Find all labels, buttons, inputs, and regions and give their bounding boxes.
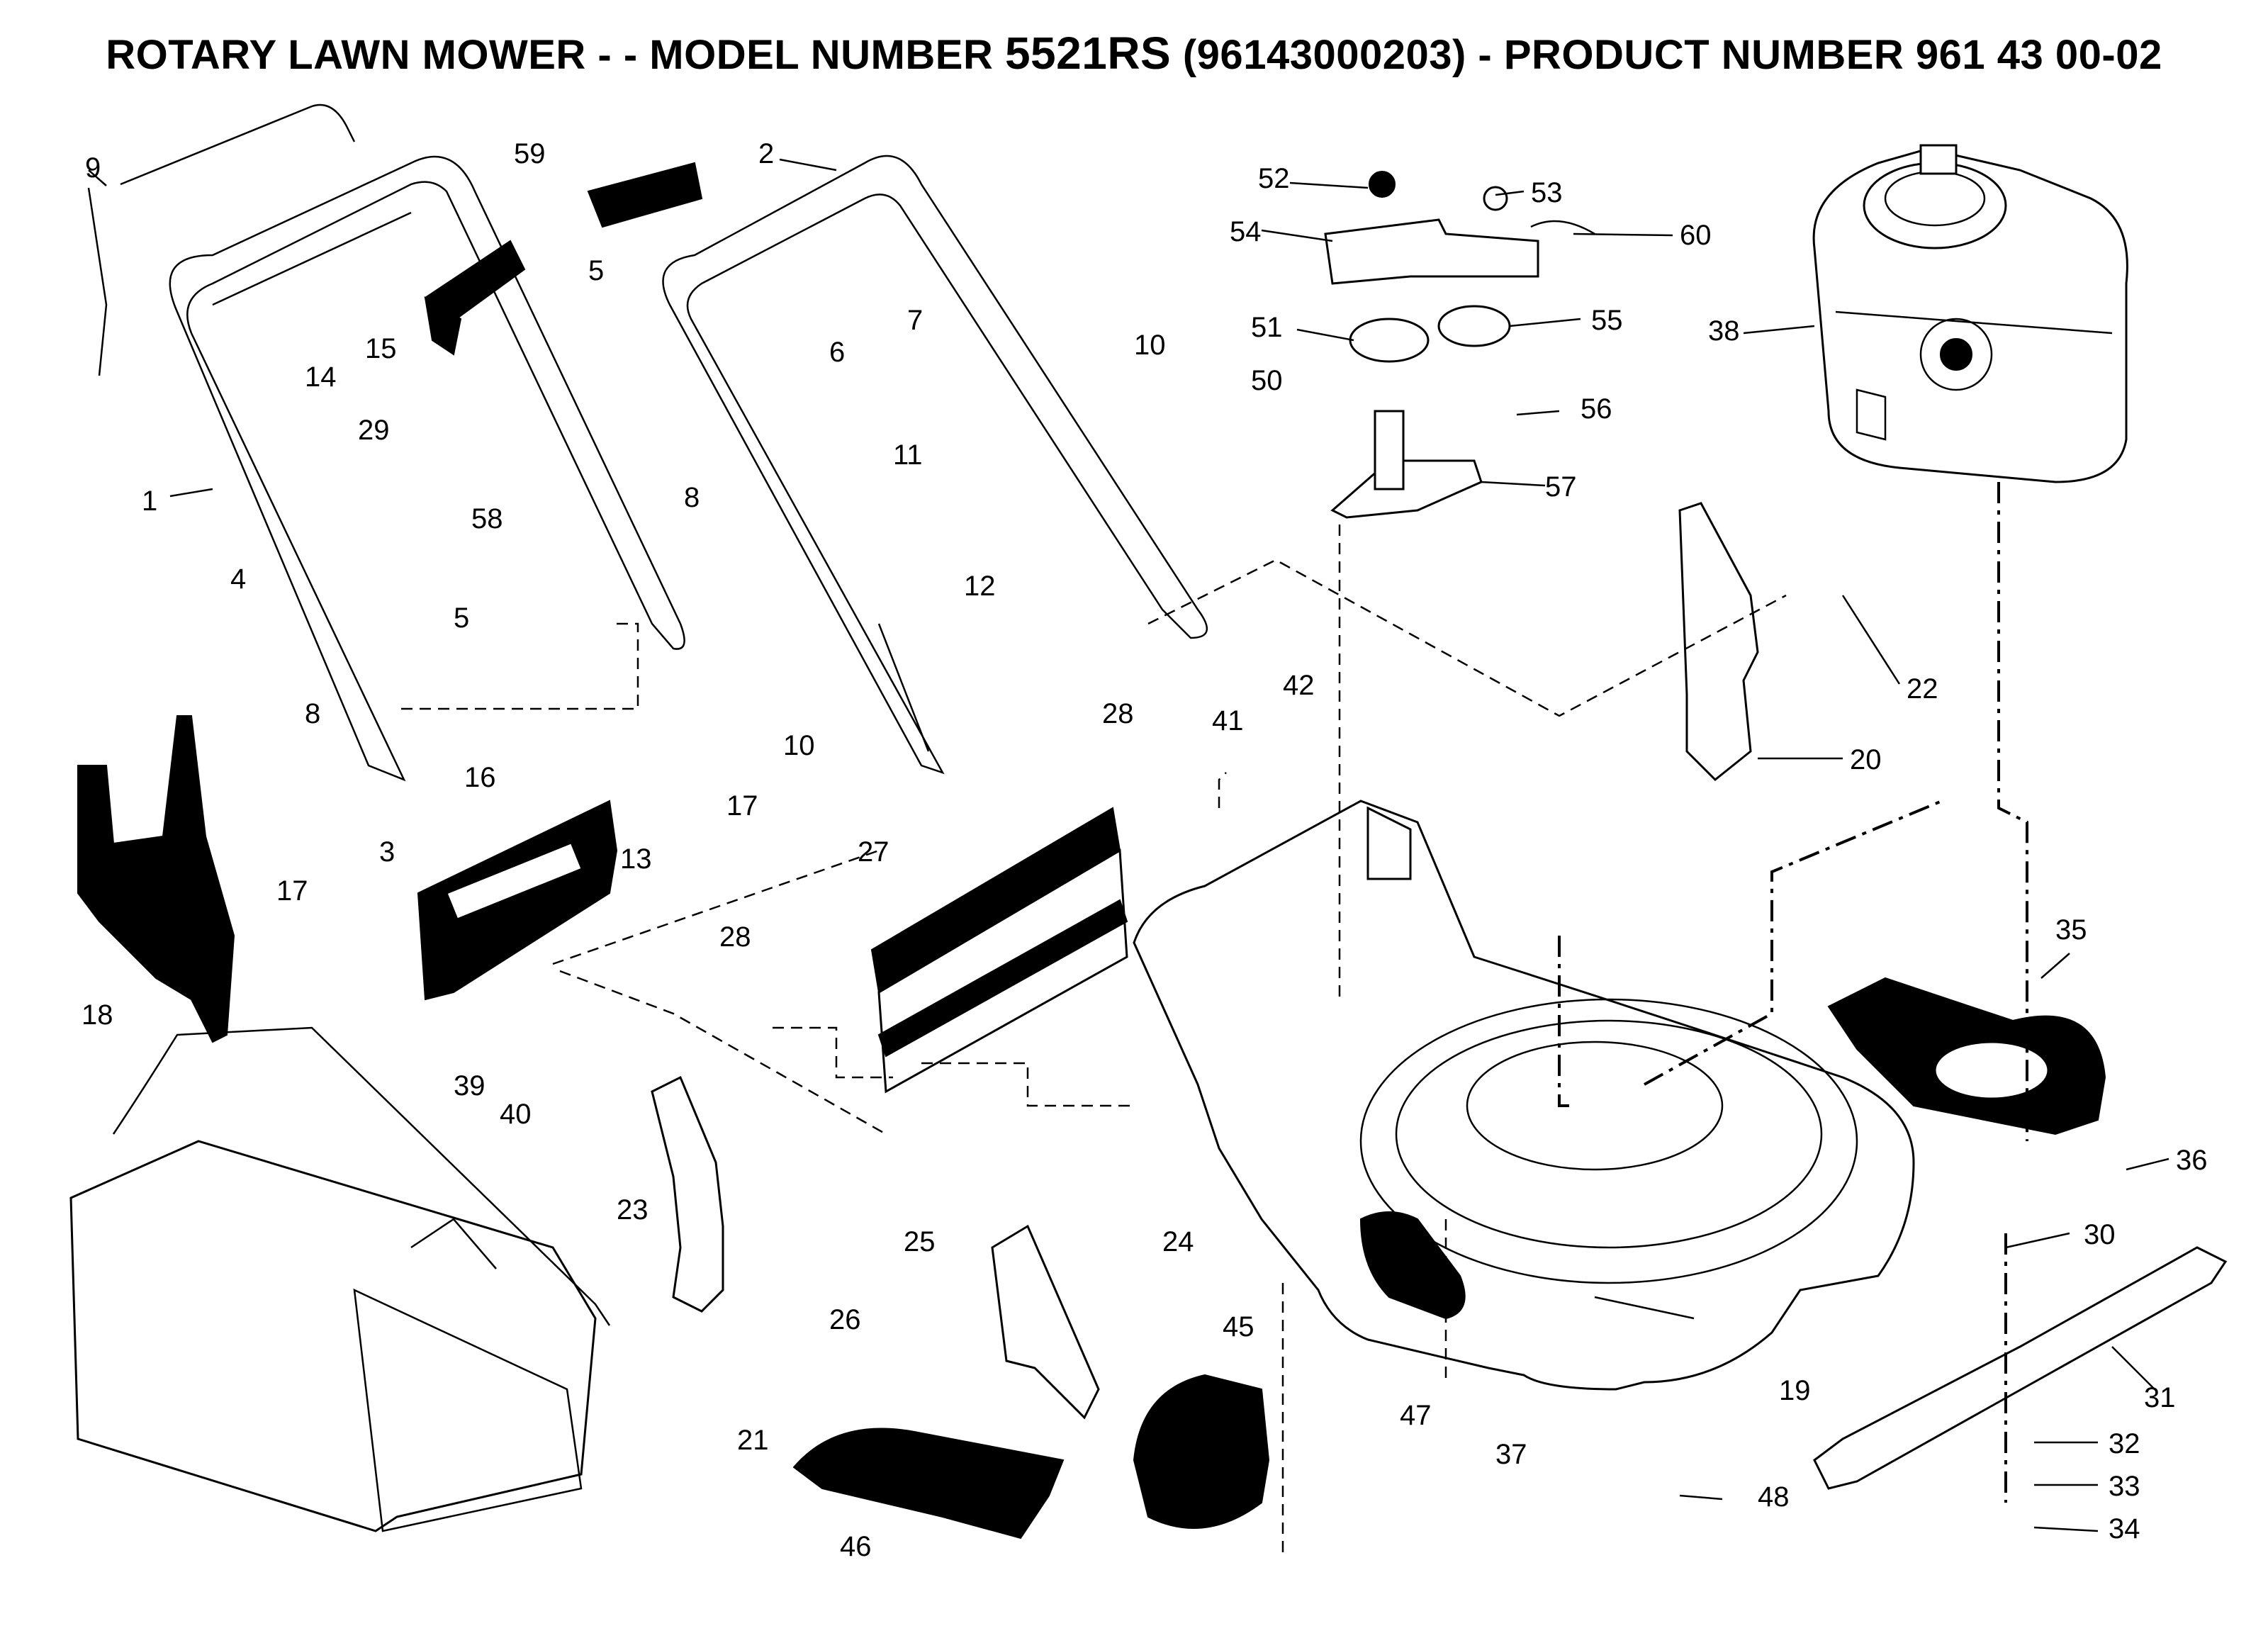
callout-22: 22 — [1907, 673, 1938, 705]
callout-26: 26 — [829, 1304, 861, 1335]
blade-adapter-35 — [1827, 977, 2106, 1135]
callout-17b: 17 — [276, 875, 308, 907]
callout-57: 57 — [1545, 471, 1577, 503]
callout-19: 19 — [1779, 1375, 1811, 1406]
axle-bracket-21 — [651, 1075, 724, 1313]
callout-47: 47 — [1400, 1400, 1432, 1431]
callout-60: 60 — [1680, 220, 1712, 251]
callout-34: 34 — [2109, 1513, 2140, 1544]
callout-32: 32 — [2109, 1428, 2140, 1459]
callout-35: 35 — [2055, 914, 2087, 946]
callout-4: 4 — [230, 563, 246, 595]
callout-29: 29 — [358, 415, 390, 446]
callout-48: 48 — [1758, 1481, 1790, 1513]
callout-56: 56 — [1581, 393, 1612, 425]
rear-flap-27 — [870, 807, 1128, 1094]
callout-15: 15 — [365, 333, 397, 364]
callout-46: 46 — [840, 1531, 872, 1562]
idler-assembly — [1324, 171, 1595, 519]
callout-27: 27 — [858, 836, 889, 868]
callout-17a: 17 — [726, 790, 758, 822]
callout-59: 59 — [514, 138, 546, 169]
callout-42: 42 — [1283, 670, 1315, 701]
callout-25: 25 — [904, 1226, 936, 1257]
callout-33: 33 — [2109, 1471, 2140, 1502]
discharge-deflector-18 — [77, 715, 235, 1043]
callout-9: 9 — [85, 152, 101, 184]
hose-59 — [424, 162, 703, 356]
callout-7: 7 — [907, 305, 923, 336]
engine-38 — [1812, 144, 2128, 483]
callout-11: 11 — [893, 439, 923, 471]
callout-41: 41 — [1212, 705, 1244, 736]
callout-36: 36 — [2176, 1145, 2208, 1176]
callout-5a: 5 — [588, 255, 604, 286]
callout-24: 24 — [1162, 1226, 1194, 1257]
callout-55: 55 — [1591, 305, 1623, 336]
blade-31 — [1813, 1246, 2228, 1490]
callout-31: 31 — [2144, 1382, 2176, 1413]
bracket-25 — [991, 1224, 1100, 1420]
assembly-lines — [397, 482, 2028, 1559]
axle-bracket-20 — [1678, 502, 1759, 782]
callout-21: 21 — [737, 1425, 769, 1456]
callout-52: 52 — [1258, 163, 1290, 194]
callout-45: 45 — [1223, 1311, 1254, 1342]
grass-bag-39-40 — [69, 1026, 611, 1532]
side-discharge-46 — [792, 1428, 1065, 1540]
callout-20: 20 — [1850, 744, 1882, 775]
callout-28a: 28 — [1102, 698, 1134, 729]
mulch-plug-45 — [1133, 1374, 1270, 1529]
rear-door-16 — [417, 800, 618, 1001]
callout-39: 39 — [454, 1070, 485, 1101]
leader-lines — [88, 158, 2169, 1532]
callout-14: 14 — [305, 361, 337, 393]
callout-10b: 10 — [783, 730, 815, 761]
callout-40: 40 — [500, 1099, 532, 1130]
callout-18: 18 — [82, 999, 113, 1031]
callout-13: 13 — [620, 843, 652, 875]
callout-23: 23 — [617, 1194, 649, 1226]
callout-12: 12 — [964, 571, 996, 602]
callout-51: 51 — [1251, 312, 1283, 343]
callout-3: 3 — [379, 836, 395, 868]
callout-30: 30 — [2084, 1219, 2116, 1250]
callout-38: 38 — [1708, 315, 1740, 347]
callout-54: 54 — [1230, 216, 1262, 247]
callout-28b: 28 — [719, 921, 751, 953]
callout-53: 53 — [1531, 177, 1563, 208]
callout-10a: 10 — [1134, 330, 1166, 361]
callout-8b: 8 — [305, 698, 320, 729]
callout-37: 37 — [1495, 1439, 1527, 1470]
callout-6: 6 — [829, 337, 845, 368]
callout-16: 16 — [464, 762, 496, 793]
callout-5b: 5 — [454, 602, 469, 634]
diagram-title: ROTARY LAWN MOWER - - MODEL NUMBER 5521R… — [0, 27, 2268, 79]
callout-1: 1 — [142, 486, 157, 517]
callout-50: 50 — [1251, 365, 1283, 396]
callout-8a: 8 — [684, 482, 700, 513]
title-suffix: (96143000203) - PRODUCT NUMBER 961 43 00… — [1182, 32, 2162, 78]
title-prefix: ROTARY LAWN MOWER - - MODEL NUMBER — [106, 32, 994, 78]
callout-58: 58 — [471, 503, 503, 534]
upper-handle-right — [662, 155, 1208, 775]
lower-handle-left — [87, 103, 685, 782]
callout-2: 2 — [758, 138, 774, 169]
deck-19 — [1133, 800, 1915, 1391]
title-model: 5521RS — [1004, 28, 1172, 79]
callout-labels: 9 59 2 5 7 14 15 6 10 29 11 1 58 8 4 5 1… — [82, 138, 2208, 1562]
